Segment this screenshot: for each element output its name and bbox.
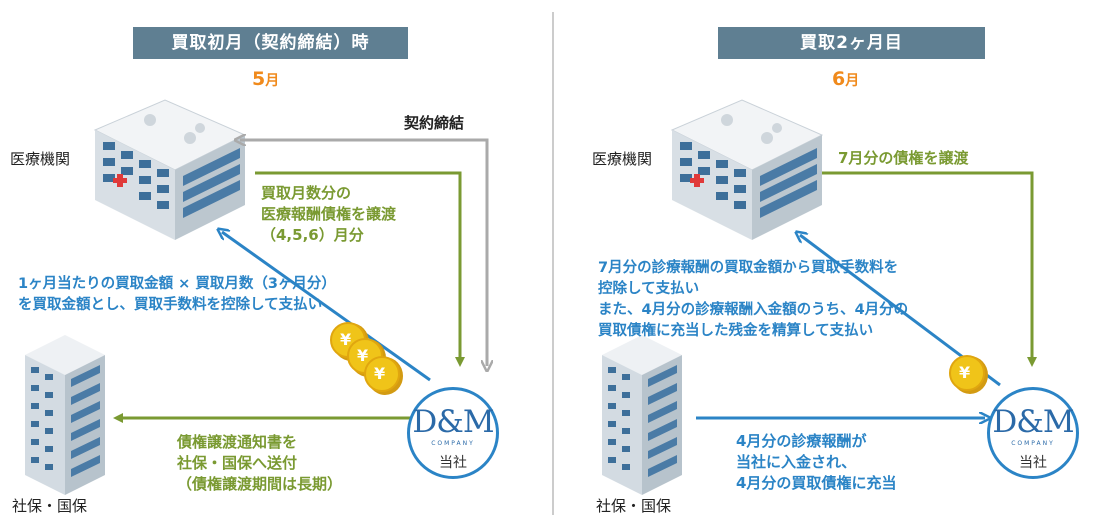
company-label: 当社 (439, 455, 467, 471)
right-header: 買取2ヶ月目 (718, 27, 985, 59)
right-deposit-line: 当社に入金され、 (736, 453, 857, 471)
right-deposit-text: 4月分の診療報酬が 当社に入金され、 4月分の買取債権に充当 (736, 431, 896, 494)
left-month-number: 5 (252, 68, 266, 90)
right-payment-line: 控除して支払い (598, 281, 700, 297)
right-insurer-label: 社保・国保 (596, 497, 672, 515)
transfer-arrow (255, 171, 465, 367)
left-month-unit: 月 (265, 73, 280, 89)
right-deposit-line: 4月分の買取債権に充当 (736, 474, 897, 492)
company-label-right: 当社 (1019, 455, 1047, 471)
yen-symbol-right: ¥ (959, 363, 971, 382)
left-notice-text: 債権譲渡通知書を 社保・国保へ送付 （債権譲渡期間は長期） (177, 432, 342, 495)
hospital-building-icon (93, 99, 247, 240)
logo-sub-text: COMPANY (431, 440, 475, 447)
contract-arrow (240, 140, 489, 365)
transfer-arrow-right (822, 171, 1037, 367)
logo-main-text: D&M (412, 404, 494, 440)
right-month: 6月 (832, 68, 859, 90)
logo-main-text: D&M (992, 404, 1074, 440)
yen-symbol: ¥ (340, 330, 352, 349)
company-logo: D&M COMPANY 当社 (407, 387, 499, 479)
right-hospital-label: 医療機関 (592, 150, 653, 168)
left-header: 買取初月（契約締結）時 (133, 27, 408, 59)
left-notice-line: 社保・国保へ送付 (177, 454, 298, 472)
left-notice-line: 債権譲渡通知書を (177, 433, 298, 451)
left-transfer-line: 買取月数分の (261, 184, 352, 202)
insurer-building-icon-right (602, 335, 682, 495)
right-payment-text: 7月分の診療報酬の買取金額から買取手数料を 控除して支払い また、4月分の診療報… (598, 258, 908, 342)
right-month-number: 6 (832, 68, 846, 90)
left-notice-line: （債権譲渡期間は長期） (177, 475, 343, 493)
left-payment-text: 1ヶ月当たりの買取金額 × 買取月数（3ヶ月分） を買取金額とし、買取手数料を控… (18, 274, 336, 316)
left-month: 5月 (252, 68, 279, 90)
yen-coins-icon (330, 322, 403, 395)
company-logo-right: D&M COMPANY 当社 (987, 387, 1079, 479)
yen-coin-icon-right (949, 355, 988, 394)
left-transfer-line: （4,5,6）月分 (261, 226, 364, 244)
yen-symbol: ¥ (374, 364, 386, 383)
left-payment-line: 1ヶ月当たりの買取金額 × 買取月数（3ヶ月分） (18, 276, 336, 292)
payment-arrow (222, 232, 431, 382)
yen-symbol: ¥ (357, 346, 369, 365)
logo-sub-text: COMPANY (1011, 440, 1055, 447)
left-contract-label: 契約締結 (404, 114, 465, 132)
left-payment-line: を買取金額とし、買取手数料を控除して支払い (18, 297, 323, 313)
insurer-building-icon (25, 335, 105, 495)
left-transfer-text: 買取月数分の 医療報酬債権を譲渡 （4,5,6）月分 (261, 183, 396, 246)
right-month-unit: 月 (845, 73, 860, 89)
right-payment-line: 7月分の診療報酬の買取金額から買取手数料を (598, 260, 899, 276)
right-payment-line: また、4月分の診療報酬入金額のうち、4月分の (598, 302, 909, 318)
hospital-building-icon-right (670, 99, 824, 240)
left-insurer-label: 社保・国保 (12, 497, 88, 515)
left-transfer-line: 医療報酬債権を譲渡 (261, 205, 397, 223)
left-hospital-label: 医療機関 (10, 150, 71, 168)
right-deposit-line: 4月分の診療報酬が (736, 432, 867, 450)
right-transfer-text: 7月分の債権を譲渡 (838, 149, 969, 167)
right-payment-line: 買取債権に充当した残金を精算して支払い (598, 323, 874, 339)
